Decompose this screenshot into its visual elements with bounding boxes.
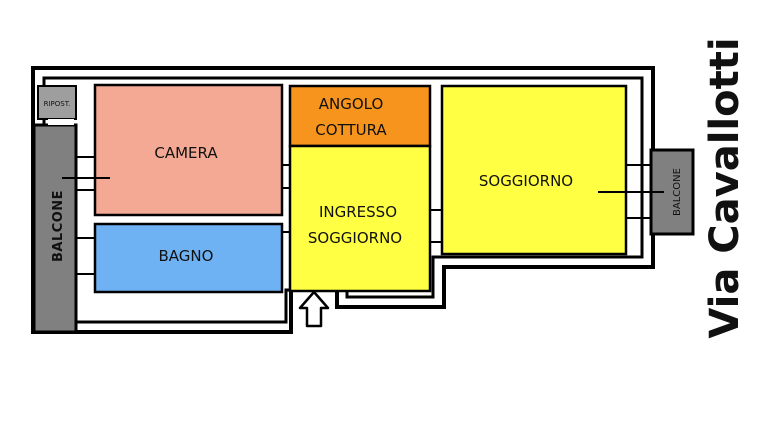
angolo-cottura-label-1: ANGOLO — [319, 95, 384, 113]
window-gap — [48, 119, 74, 125]
up-arrow-icon — [298, 290, 330, 328]
ingresso-label-2: SOGGIORNO — [308, 229, 402, 247]
balcone-left-area — [32, 123, 78, 334]
balcone-right-label: BALCONE — [672, 168, 683, 216]
camera-label: CAMERA — [154, 144, 218, 162]
ingresso-label-1: INGRESSO — [319, 203, 397, 221]
soggiorno-area — [440, 84, 628, 256]
street-label: Via Cavallotti — [702, 37, 748, 338]
bagno-label: BAGNO — [159, 247, 214, 265]
ripostiglio-label: RIPOST. — [44, 100, 71, 108]
inner-wall — [42, 76, 644, 324]
bagno-area — [93, 222, 284, 294]
soggiorno-label: SOGGIORNO — [479, 172, 573, 190]
balcone-left-label: BALCONE — [51, 190, 66, 262]
camera-area — [93, 83, 284, 217]
angolo-cottura-area — [288, 84, 432, 148]
ripostiglio-area — [37, 85, 77, 120]
ingresso-area — [288, 144, 432, 293]
angolo-cottura-label-2: COTTURA — [315, 121, 387, 139]
